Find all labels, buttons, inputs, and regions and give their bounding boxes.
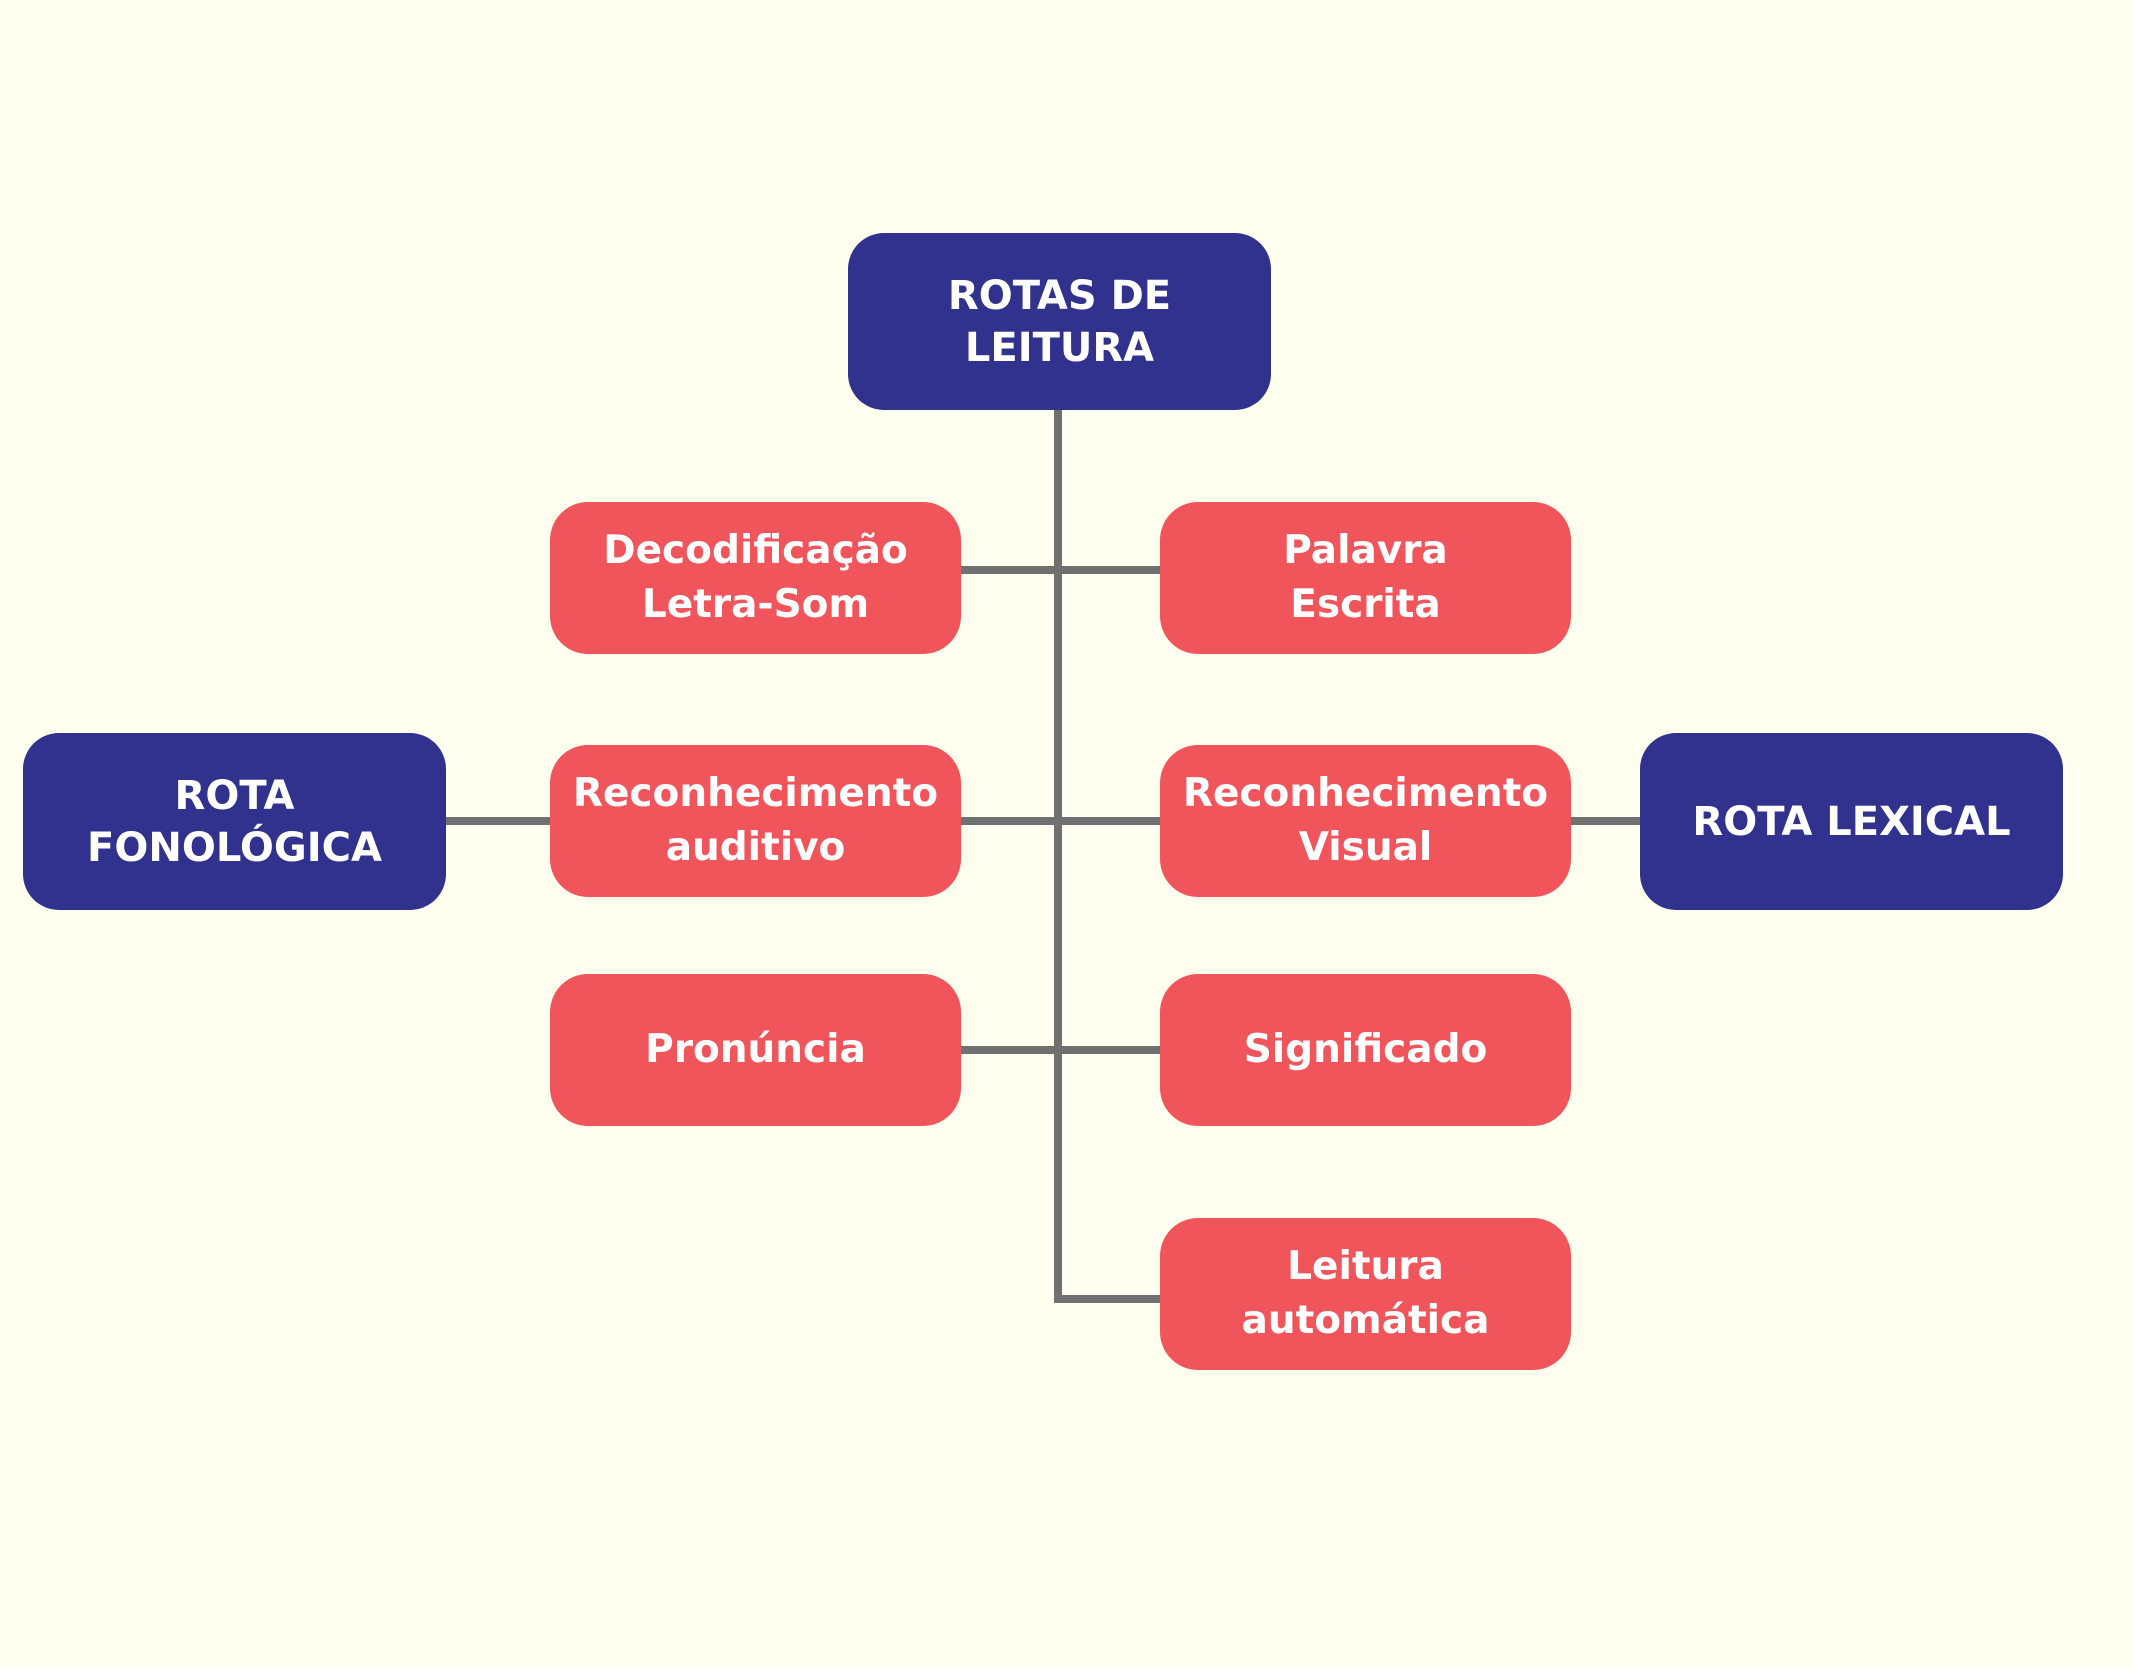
node-pronunciation: Pronúncia [550, 974, 961, 1126]
node-lexical-route: ROTA LEXICAL [1640, 733, 2063, 910]
node-meaning-label: Significado [1243, 1027, 1488, 1072]
node-written-word-label: Palavra Escrita [1283, 528, 1448, 627]
node-reading-routes: ROTAS DE LEITURA [848, 233, 1271, 410]
node-phonological-route: ROTA FONOLÓGICA [23, 733, 446, 910]
node-written-word: Palavra Escrita [1160, 502, 1571, 654]
node-auditory-recognition: Reconhecimento auditivo [550, 745, 961, 897]
node-visual-recognition: Reconhecimento Visual [1160, 745, 1571, 897]
node-auditory-recognition-label: Reconhecimento auditivo [572, 771, 939, 870]
node-visual-recognition-label: Reconhecimento Visual [1182, 771, 1549, 870]
node-reading-routes-label: ROTAS DE LEITURA [947, 272, 1172, 371]
node-lexical-route-label: ROTA LEXICAL [1692, 798, 2011, 845]
node-pronunciation-label: Pronúncia [645, 1027, 866, 1072]
node-phonological-route-label: ROTA FONOLÓGICA [87, 772, 382, 871]
node-automatic-reading: Leitura automática [1160, 1218, 1571, 1370]
node-automatic-reading-label: Leitura automática [1241, 1244, 1490, 1343]
node-letter-sound-decoding: Decodificação Letra-Som [550, 502, 961, 654]
node-letter-sound-decoding-label: Decodificação Letra-Som [603, 528, 908, 627]
node-meaning: Significado [1160, 974, 1571, 1126]
